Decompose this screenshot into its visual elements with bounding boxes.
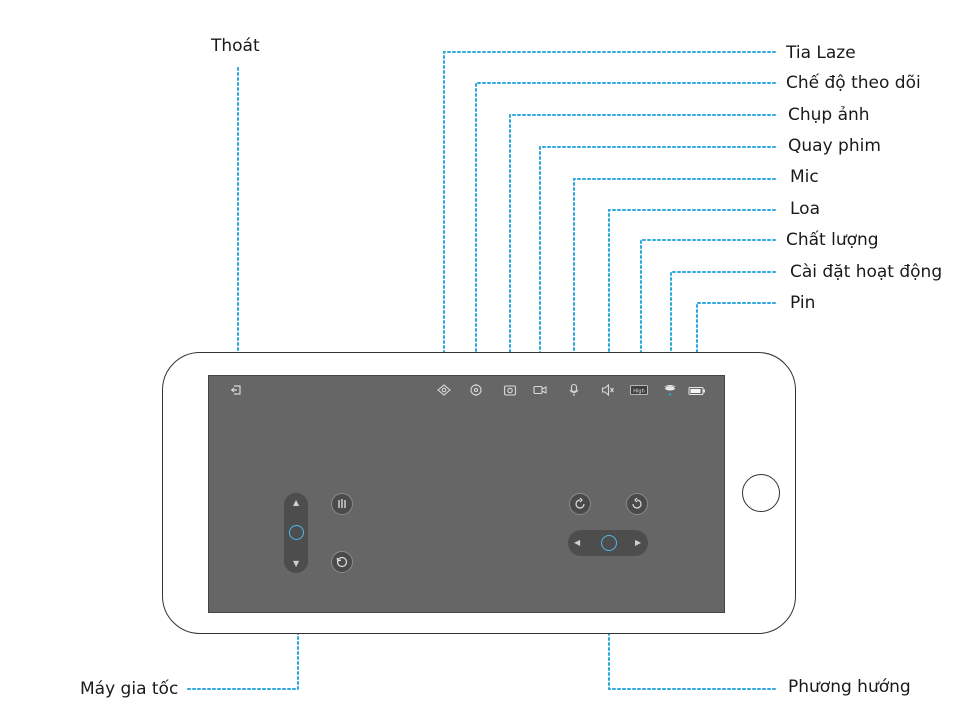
label-loa: Loa [790,199,820,219]
leader-chup-anh [509,114,776,381]
grip-button[interactable] [331,493,353,515]
label-phuong-huong: Phương hướng [788,677,911,697]
label-chup-anh: Chụp ảnh [788,105,870,125]
mic-icon[interactable] [567,383,581,397]
label-pin: Pin [790,293,816,313]
rotate-left-icon [575,497,585,509]
label-quay-phim: Quay phim [788,136,881,156]
settings-icon[interactable] [662,381,678,397]
rotate-right-button[interactable] [626,493,648,515]
speaker-icon[interactable] [601,383,615,397]
reset-icon [336,556,348,568]
accelerometer-knob[interactable] [289,525,304,540]
tracking-mode-icon[interactable] [469,383,483,397]
stepper-down-icon[interactable]: ▼ [293,559,300,568]
reset-button[interactable] [331,551,353,573]
battery-icon [688,384,706,398]
grip-icon [338,499,346,508]
label-tia-laze: Tia Laze [786,43,856,63]
quality-badge-text: High [633,389,645,395]
home-button[interactable] [742,474,780,512]
right-arrow-icon[interactable]: ▶ [635,538,642,547]
label-mic: Mic [790,167,819,187]
stepper-up-icon[interactable]: ▲ [293,498,300,507]
direction-knob[interactable] [601,535,617,551]
left-arrow-icon[interactable]: ◀ [574,538,581,547]
label-thoat: Thoát [211,36,260,56]
camera-icon[interactable] [503,383,517,397]
label-che-do-theo-doi: Chế độ theo dõi [786,73,921,93]
leader-che-do-theo-doi [475,82,776,381]
leader-tia-laze [443,51,776,381]
label-chat-luong: Chất lượng [786,230,879,250]
laser-icon[interactable] [437,383,451,397]
exit-icon[interactable] [229,383,243,397]
leader-mic [573,178,776,381]
quality-icon[interactable]: High [630,383,648,397]
label-may-gia-toc: Máy gia tốc [80,679,179,699]
app-screen [208,375,725,613]
rotate-right-icon [632,497,642,509]
rotate-left-button[interactable] [569,493,591,515]
label-cai-dat-hoat-dong: Cài đặt hoạt động [790,262,943,282]
video-icon[interactable] [533,383,547,397]
leader-quay-phim [539,146,776,381]
